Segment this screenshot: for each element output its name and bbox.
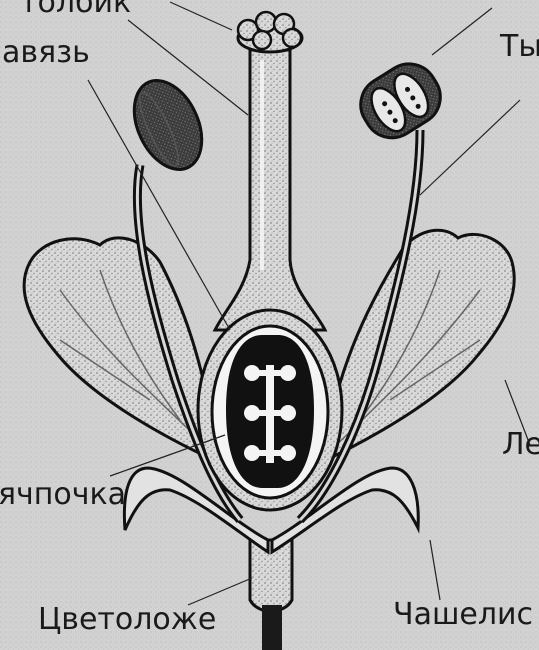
label-ovary: авязь xyxy=(2,36,90,70)
label-stigma: толбик xyxy=(20,0,131,20)
ovary xyxy=(198,310,342,510)
label-receptacle: Цветоложе xyxy=(38,603,216,637)
label-anther: Ты xyxy=(500,30,539,64)
label-petal: Ле xyxy=(502,428,539,462)
ovules xyxy=(244,365,296,463)
stem xyxy=(262,605,282,650)
label-stamen: ячпочка xyxy=(0,478,126,512)
label-sepal: Чашелис xyxy=(393,598,533,632)
